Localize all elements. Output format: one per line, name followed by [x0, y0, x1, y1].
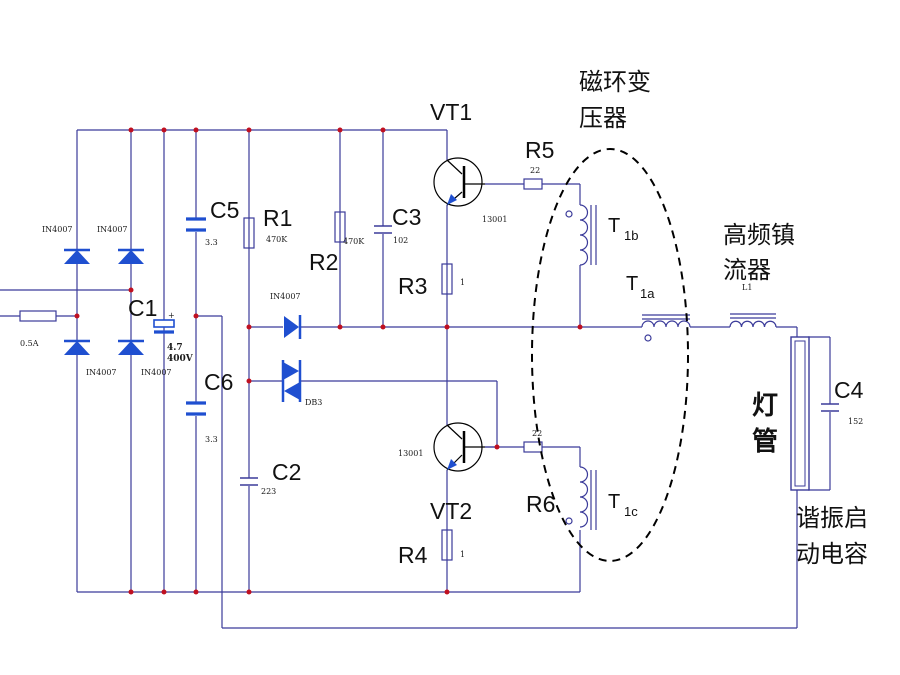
capacitor-c1: + C1 4.7 400V [128, 295, 194, 364]
c5-value: 3.3 [205, 238, 218, 247]
transformer-title-1: 磁环变 [579, 68, 651, 96]
capacitor-c3: C3 102 [374, 204, 421, 245]
diode-d5: IN4007 [270, 292, 302, 339]
t1b-sub: 1b [624, 228, 638, 243]
t1c-sub: 1c [624, 504, 638, 519]
resistor-r3: R3 1 [398, 263, 465, 299]
vt1-name: VT1 [430, 99, 472, 125]
resistor-r2: R2 470K [309, 211, 365, 275]
diac-db3: DB3 [281, 360, 322, 407]
c1-name: C1 [128, 295, 157, 321]
c4-value: 152 [848, 417, 863, 426]
winding-t1a: T 1a [626, 273, 691, 342]
t1b-name: T [608, 215, 620, 237]
diode-d1-label: IN4007 [42, 225, 73, 234]
vt2-name: VT2 [430, 498, 472, 524]
r1-value: 470K [266, 235, 288, 244]
resistor-r1: R1 470K [243, 205, 292, 249]
resonant-cap-title-2: 动电容 [796, 540, 868, 568]
r6-name: R6 [526, 491, 555, 517]
vt2-model: 13001 [398, 449, 423, 458]
c3-name: C3 [392, 204, 421, 230]
fuse-value: 0.5A [20, 339, 39, 348]
transistor-vt2: VT2 13001 [398, 422, 485, 524]
diode-d5-label: IN4007 [270, 292, 301, 301]
vt1-model: 13001 [482, 215, 507, 224]
winding-t1c: T 1c [565, 466, 638, 530]
transistor-vt1: VT1 13001 [430, 99, 507, 224]
r2-name: R2 [309, 249, 338, 275]
bridge-diode-bottom-right: IN4007 [118, 339, 172, 377]
r1-name: R1 [263, 205, 292, 231]
c2-name: C2 [272, 459, 301, 485]
capacitor-c6: C6 3.3 [186, 369, 233, 444]
transformer-title-2: 压器 [579, 104, 627, 132]
t1c-name: T [608, 491, 620, 513]
capacitor-c4: C4 152 [821, 377, 864, 426]
diode-d2-label: IN4007 [97, 225, 128, 234]
resistor-r5: R5 22 [523, 137, 554, 190]
resistor-r6: R6 22 [523, 429, 555, 517]
winding-t1b: T 1b [565, 204, 638, 266]
lamp-label-1: 灯 [752, 391, 778, 421]
capacitor-c2: C2 223 [240, 459, 301, 496]
ballast-title-1: 高频镇 [723, 221, 795, 249]
t1a-name: T [626, 273, 638, 295]
c4-name: C4 [834, 377, 864, 403]
fluorescent-lamp [790, 336, 810, 491]
inductor-l1: L1 [729, 283, 777, 328]
wires [0, 129, 831, 629]
t1a-sub: 1a [640, 286, 655, 301]
r6-value: 22 [532, 429, 542, 438]
lamp-label-2: 管 [752, 427, 778, 457]
bridge-diode-bottom-left: IN4007 [64, 339, 117, 377]
c6-value: 3.3 [205, 435, 218, 444]
c1-value-1: 4.7 [167, 343, 183, 353]
r5-value: 22 [530, 166, 540, 175]
capacitor-c5: C5 3.3 [186, 197, 239, 247]
c5-name: C5 [210, 197, 239, 223]
r3-name: R3 [398, 273, 427, 299]
inductor-label: L1 [742, 283, 752, 292]
magnetic-ring-outline [531, 148, 689, 562]
fuse: 0.5A [19, 310, 57, 348]
r4-value: 1 [460, 550, 465, 559]
r3-value: 1 [460, 278, 465, 287]
resonant-cap-title-1: 谐振启 [796, 504, 868, 532]
r2-value: 470K [343, 237, 365, 246]
c6-name: C6 [204, 369, 233, 395]
c1-value-2: 400V [167, 354, 194, 364]
r5-name: R5 [525, 137, 554, 163]
c3-value: 102 [393, 236, 408, 245]
junctions [74, 127, 583, 595]
diac-label: DB3 [305, 398, 322, 407]
bridge-diode-top-left: IN4007 [42, 225, 90, 264]
ballast-title-2: 流器 [723, 256, 771, 284]
bridge-diode-top-right: IN4007 [97, 225, 144, 264]
c2-value: 223 [261, 487, 276, 496]
resistor-r4: R4 1 [398, 529, 465, 568]
diode-d4-label: IN4007 [141, 368, 172, 377]
diode-d3-label: IN4007 [86, 368, 117, 377]
svg-text:+: + [168, 311, 175, 320]
r4-name: R4 [398, 542, 428, 568]
